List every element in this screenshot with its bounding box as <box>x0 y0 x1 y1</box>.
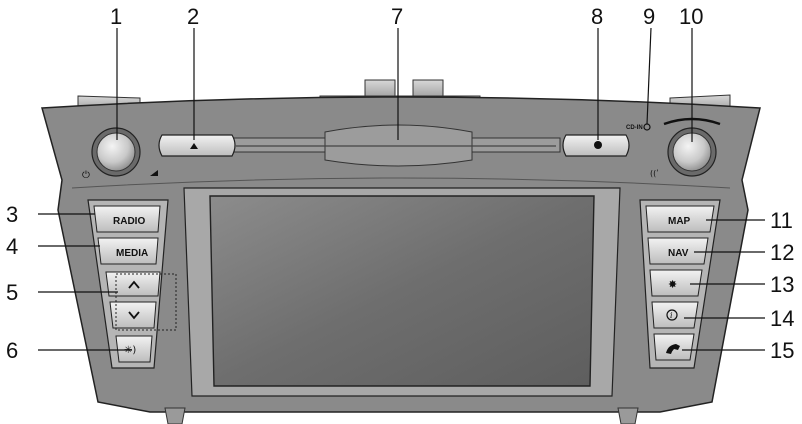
callout-5: 5 <box>6 280 18 305</box>
callout-9: 9 <box>643 4 655 29</box>
setup-button[interactable]: ✸ <box>649 269 703 297</box>
callout-6: 6 <box>6 338 18 363</box>
callout-2: 2 <box>187 4 199 29</box>
callout-3: 3 <box>6 202 18 227</box>
callout-15: 15 <box>770 338 794 363</box>
radio-button[interactable]: RADIO <box>93 205 161 233</box>
nav-button-label: NAV <box>668 248 689 259</box>
eject-icon <box>190 143 198 149</box>
power-volume-knob[interactable]: ⏻ <box>82 127 158 181</box>
display-screen <box>183 187 621 397</box>
seek-button[interactable] <box>562 134 630 157</box>
leader-lines <box>38 27 765 351</box>
callout-1: 1 <box>110 4 122 29</box>
callout-7: 7 <box>391 4 403 29</box>
disc-slot <box>231 124 561 167</box>
phone-button[interactable] <box>653 333 695 361</box>
seek-up-button[interactable] <box>105 271 161 297</box>
callout-14: 14 <box>770 306 794 331</box>
phone-icon <box>666 344 680 354</box>
info-icon-glyph: i <box>670 311 673 320</box>
media-button-label: MEDIA <box>116 248 148 259</box>
voice-icon: ((ʹ <box>650 168 658 178</box>
seek-icon <box>594 141 602 149</box>
callout-11: 11 <box>770 208 793 233</box>
callout-13: 13 <box>770 272 794 297</box>
callout-numbers: 1 2 7 8 9 10 3 4 5 6 11 12 13 14 15 <box>6 4 794 363</box>
media-button[interactable]: MEDIA <box>97 237 159 265</box>
seek-group-outline <box>115 273 177 331</box>
radio-button-label: RADIO <box>113 216 145 227</box>
info-icon <box>666 309 678 321</box>
callout-4: 4 <box>6 234 18 259</box>
seek-down-button[interactable] <box>109 301 157 329</box>
callout-8: 8 <box>591 4 603 29</box>
map-button[interactable]: MAP <box>645 205 715 233</box>
gear-icon: ✸ <box>668 278 677 291</box>
chevron-down-icon <box>128 311 140 320</box>
power-icon: ⏻ <box>82 170 90 181</box>
nav-button[interactable]: NAV <box>647 237 709 265</box>
display-brightness-button[interactable]: ✳) <box>115 335 153 363</box>
volume-icon <box>150 170 158 176</box>
callout-10: 10 <box>679 4 703 29</box>
eject-button[interactable] <box>158 134 236 157</box>
map-button-label: MAP <box>668 216 691 227</box>
callout-12: 12 <box>770 240 794 265</box>
chevron-up-icon <box>128 280 140 289</box>
info-button[interactable]: i <box>651 301 699 329</box>
card-in-label: CD-IN <box>626 125 643 131</box>
